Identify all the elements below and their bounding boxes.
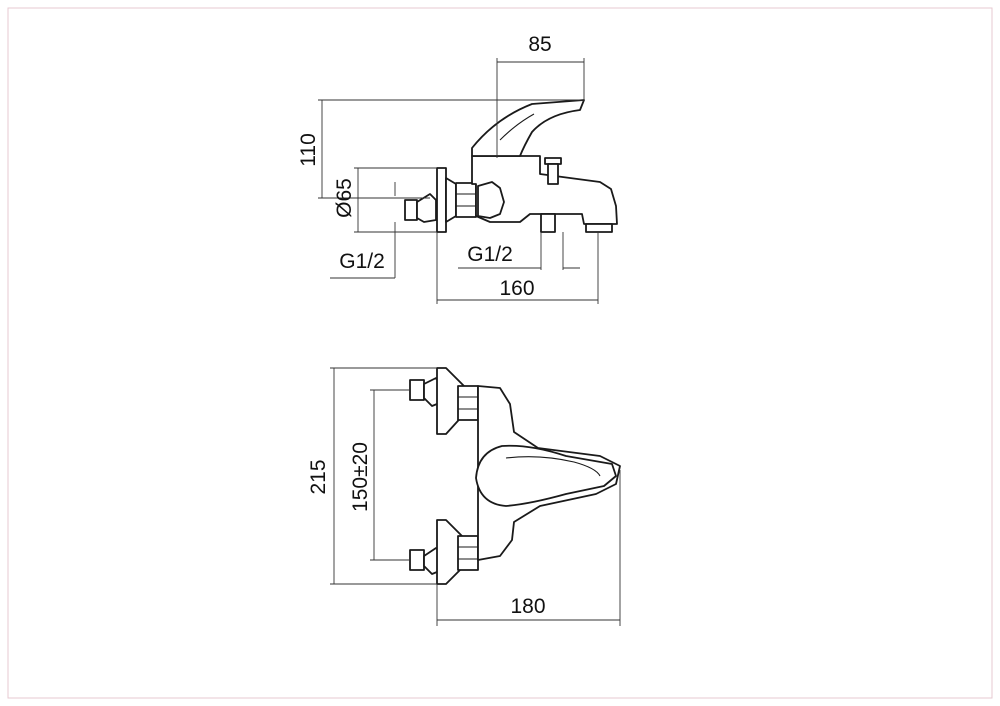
shower-outlet (540, 213, 556, 233)
dim-215: 215 (307, 459, 330, 494)
upper-inlet-nut (409, 379, 425, 401)
upper-hex-nut (457, 385, 479, 421)
dim-85: 85 (528, 33, 551, 56)
diverter-stem (547, 163, 559, 185)
dim-180: 180 (510, 595, 545, 618)
lower-inlet-nut (409, 549, 425, 571)
dim-diameter-65: Ø65 (333, 178, 356, 218)
hex-nut (455, 182, 477, 218)
spout-outlet (585, 223, 613, 233)
flange-cone (445, 177, 457, 223)
mixer-lever (471, 99, 585, 157)
dim-150-tolerance: 150±20 (349, 442, 372, 512)
top-view: 215 150±20 180 (307, 367, 621, 626)
lower-hex-nut (457, 535, 479, 571)
lever-top (475, 444, 617, 507)
dim-thread-outlet: G1/2 (467, 243, 513, 266)
eccentric-connector (416, 193, 437, 223)
body-connector-curve (477, 181, 505, 219)
lever-top-ridge (505, 456, 601, 477)
dim-160: 160 (499, 277, 534, 300)
side-view: 85 110 Ø65 G1/2 G1/2 160 (297, 33, 618, 304)
mixer-body (471, 155, 618, 225)
dim-thread-wall: G1/2 (339, 250, 385, 273)
lever-edge (499, 113, 535, 141)
dim-110: 110 (297, 133, 320, 166)
sheet-frame (7, 7, 993, 699)
wall-inlet-nut (404, 199, 418, 221)
wall-flange (436, 167, 447, 233)
